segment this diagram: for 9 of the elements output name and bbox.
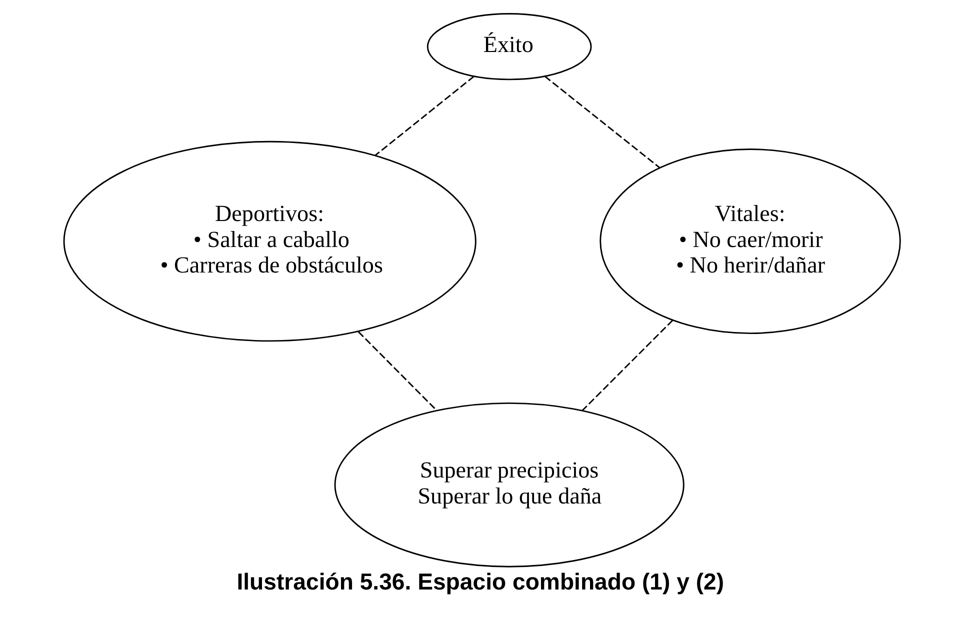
connector [582, 320, 674, 412]
connector [544, 76, 660, 168]
node-ellipse: Éxito [426, 13, 592, 80]
connector [358, 331, 438, 412]
node-ellipse: Superar precipicios Superar lo que daña [334, 402, 684, 568]
connector [374, 76, 474, 156]
node-ellipse: Vitales: • No caer/morir • No herir/dañar [600, 148, 901, 334]
caption: Ilustración 5.36. Espacio combinado (1) y (2) [236, 568, 724, 594]
node-ellipse: Deportivos: • Saltar a caballo • Carreras de obstáculos [63, 140, 476, 342]
